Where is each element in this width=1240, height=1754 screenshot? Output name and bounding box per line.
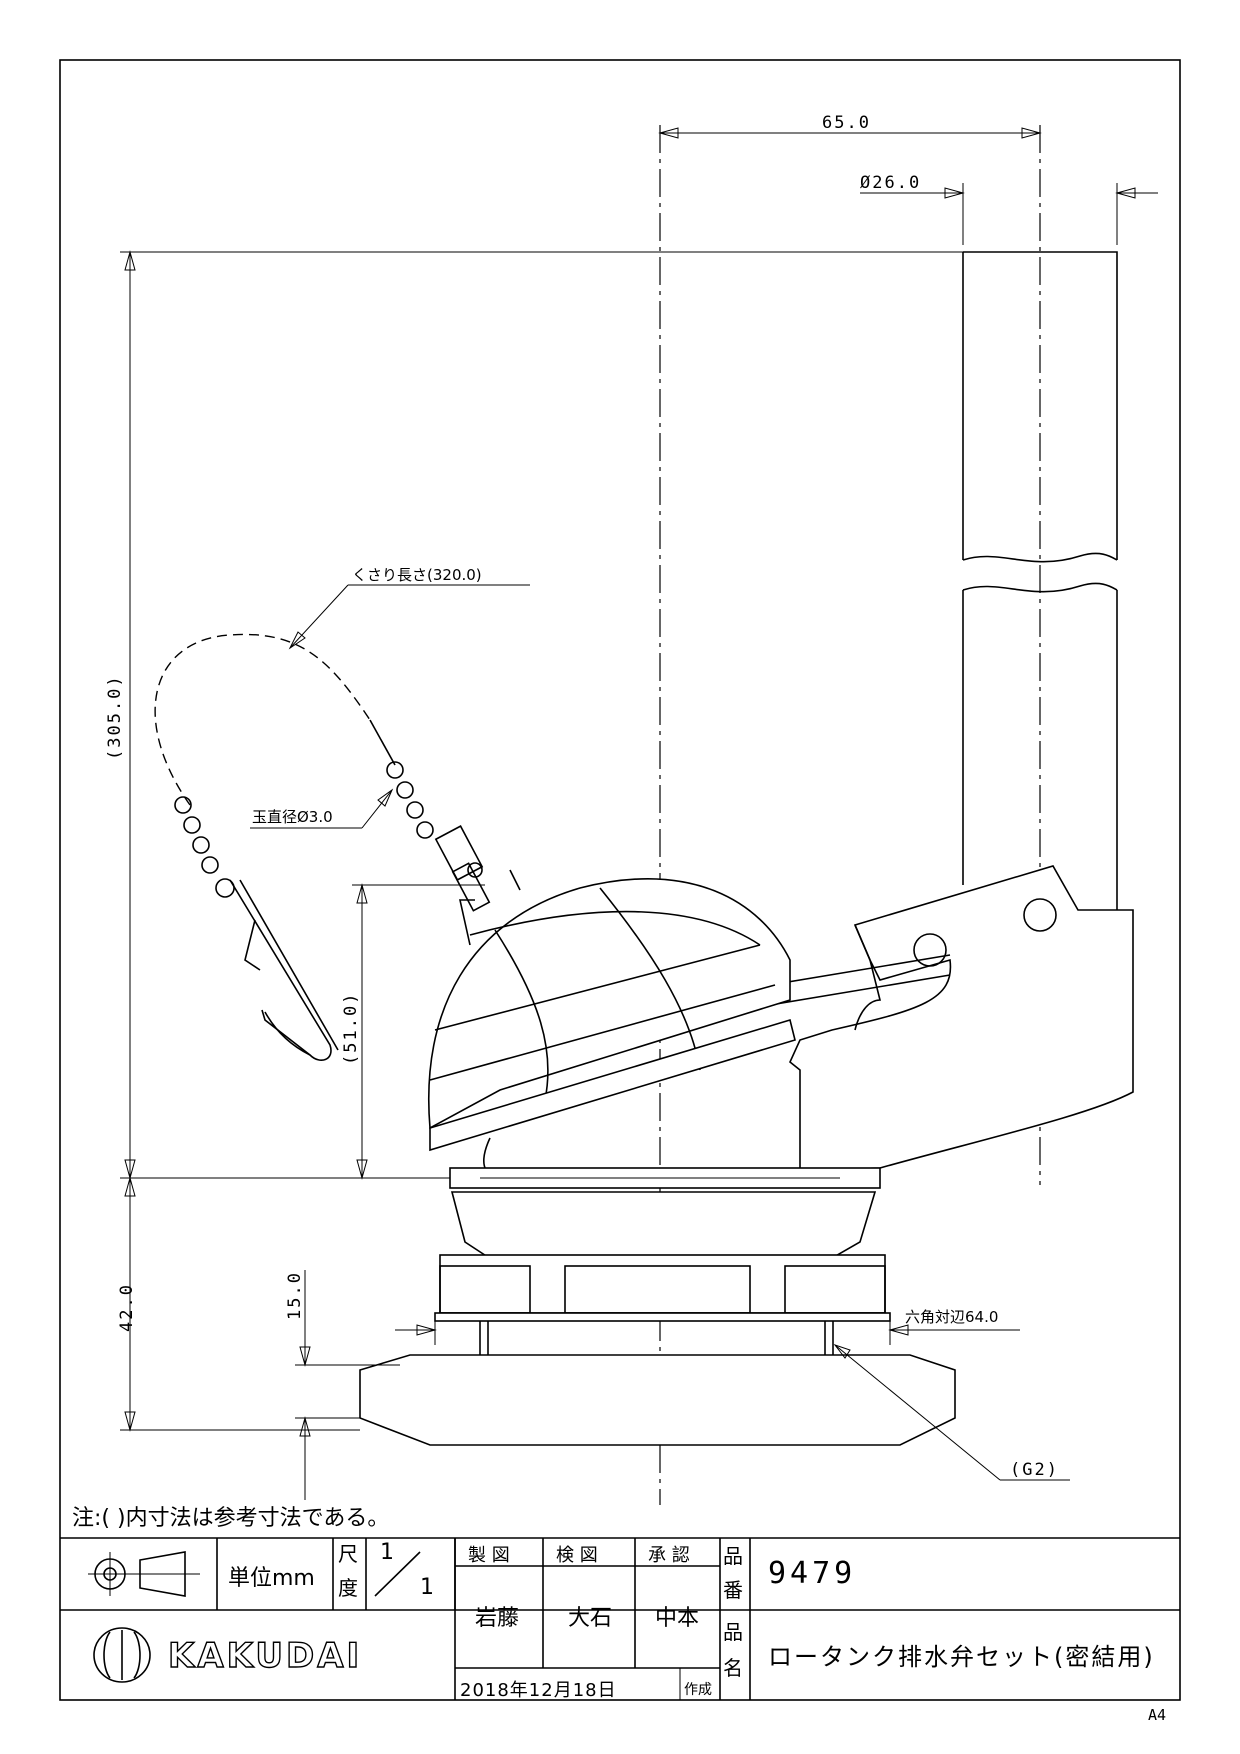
dim-flange-height-text: 15.0 — [285, 1271, 305, 1320]
dim-base-height-text: 42.0 — [117, 1283, 137, 1332]
product-name: ロータンク排水弁セット(密結用) — [768, 1643, 1155, 1671]
checked-by: 大石 — [568, 1606, 613, 1631]
chain — [154, 633, 491, 1061]
dim-hex-width-text: 六角対辺64.0 — [905, 1308, 998, 1326]
unit-label: 単位mm — [228, 1566, 315, 1591]
dim-ball-diameter: 玉直径Ø3.0 — [250, 788, 394, 829]
checked-label: 検 図 — [556, 1545, 598, 1566]
company-name: KAKUDAI — [167, 1635, 363, 1676]
date-suffix: 作成 — [684, 1682, 712, 1698]
dim-hex-width: 六角対辺64.0 — [395, 1308, 1020, 1345]
paper-size: A4 — [1148, 1706, 1167, 1724]
dim-offset-text: 65.0 — [822, 113, 871, 133]
dim-cap-height-text: (51.0) — [341, 992, 361, 1065]
valve-body — [359, 1167, 956, 1446]
dim-pipe-diameter-text: Ø26.0 — [860, 173, 921, 193]
dim-flange-height: 15.0 — [285, 1270, 400, 1500]
scale-label-bottom: 度 — [338, 1576, 358, 1600]
scale-denominator: 1 — [420, 1575, 434, 1600]
name-label-top: 品 — [723, 1620, 743, 1644]
scale-label-top: 尺 — [338, 1542, 358, 1566]
reference-note: 注:( )内寸法は参考寸法である。 — [72, 1506, 390, 1531]
part-number: 9479 — [768, 1556, 857, 1591]
title-block — [60, 1537, 1180, 1700]
dim-base-height: 42.0 — [117, 1176, 360, 1432]
part-no-label-top: 品 — [723, 1544, 743, 1568]
name-label-bottom: 名 — [723, 1656, 743, 1680]
approved-label: 承 認 — [648, 1545, 690, 1566]
scale-numerator: 1 — [380, 1540, 394, 1565]
drawing-date: 2018年12月18日 — [460, 1680, 617, 1701]
part-no-label-bottom: 番 — [723, 1578, 743, 1602]
dim-pipe-diameter: Ø26.0 — [860, 173, 1158, 245]
valve-arm — [739, 865, 1134, 1171]
dim-total-height: (305.0) — [105, 250, 963, 1180]
dim-total-height-text: (305.0) — [105, 674, 125, 760]
dim-thread: (G2) — [833, 1344, 1070, 1481]
dim-thread-text: (G2) — [1010, 1460, 1059, 1480]
dim-cap-height: (51.0) — [341, 883, 485, 1180]
drawing-border — [59, 59, 1181, 1701]
dim-offset: 65.0 — [658, 113, 1042, 140]
float-cap — [428, 869, 796, 1152]
dim-chain-length-text: くさり長さ(320.0) — [352, 566, 482, 584]
approved-by: 中本 — [655, 1606, 700, 1631]
dim-chain-length: くさり長さ(320.0) — [288, 566, 530, 650]
overflow-pipe — [962, 251, 1118, 910]
dim-ball-diameter-text: 玉直径Ø3.0 — [252, 808, 333, 826]
drawn-label: 製 図 — [468, 1545, 510, 1566]
kakudai-logo — [93, 1627, 151, 1683]
drawn-by: 岩藤 — [475, 1606, 520, 1631]
